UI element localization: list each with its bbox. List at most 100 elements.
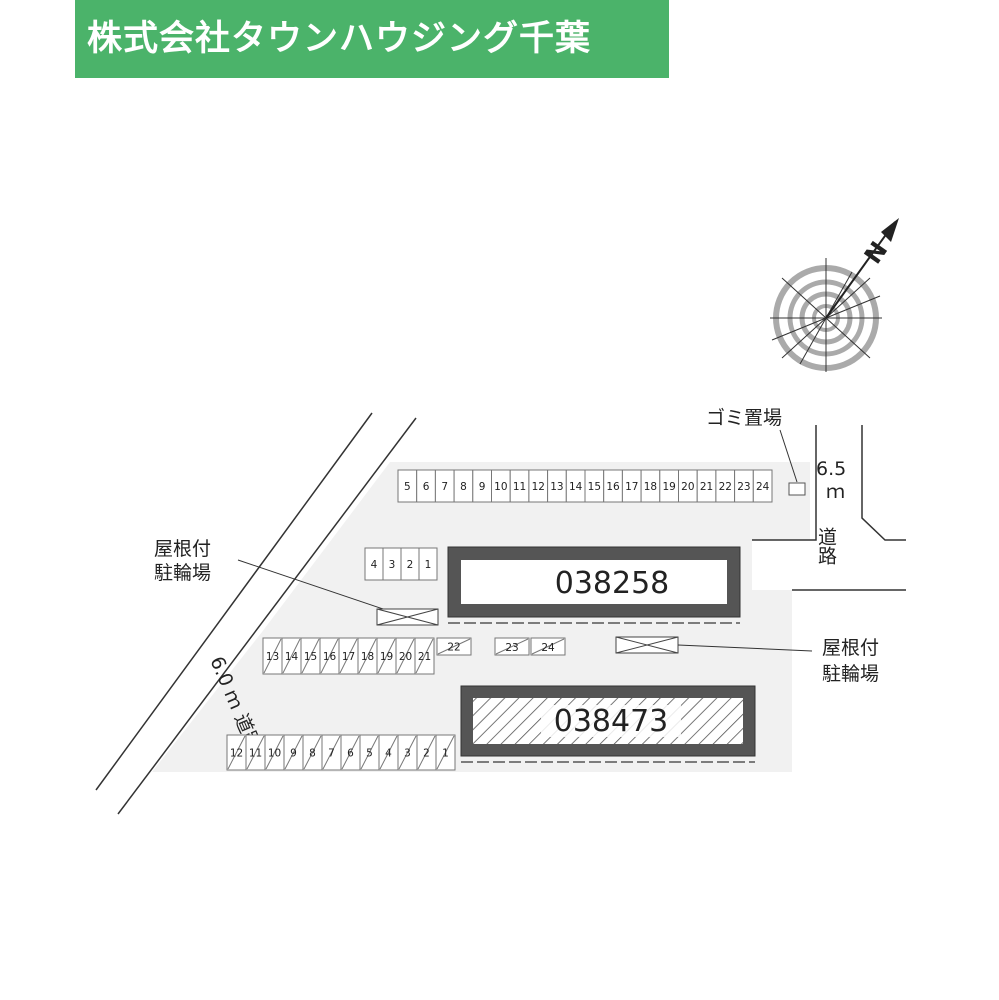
building-code: 038258 xyxy=(555,566,670,601)
main-road-edge-east xyxy=(117,417,417,815)
garbage-area xyxy=(788,482,806,496)
parking-space xyxy=(752,469,773,503)
parking-space-hatch xyxy=(360,735,379,770)
parking-space-number: 13 xyxy=(550,481,563,493)
parking-space-number: 8 xyxy=(460,481,467,493)
bike-right-leader xyxy=(677,644,813,652)
parking-space-number: 19 xyxy=(662,481,675,493)
bike-right-label-1: 屋根付 xyxy=(822,637,879,659)
parking-space-number: 11 xyxy=(249,748,262,760)
parking-space-number: 5 xyxy=(366,748,373,760)
parking-space-number: 6 xyxy=(423,481,430,493)
parking-space-number: 10 xyxy=(268,748,281,760)
parking-space-number: 2 xyxy=(407,559,414,571)
building-038258: 038258 xyxy=(447,546,741,624)
parking-space-hatch xyxy=(265,735,284,770)
parking-space-hatch xyxy=(396,638,415,674)
parking-space-number: 20 xyxy=(681,481,694,493)
parking-space-hatch xyxy=(417,735,436,770)
bike-left-label-1: 屋根付 xyxy=(154,538,211,560)
building-038473: 038473 xyxy=(460,685,756,763)
east-road-label: 道路 xyxy=(815,527,837,565)
parking-space-number: 16 xyxy=(606,481,620,493)
parking-space-number: 17 xyxy=(342,651,355,663)
parking-space-hatch xyxy=(227,735,246,770)
parking-space-number: 4 xyxy=(371,559,378,571)
bike-left-leader xyxy=(237,559,399,615)
parking-space-number: 12 xyxy=(532,481,545,493)
parking-space-hatch xyxy=(303,735,322,770)
parking-space-hatch xyxy=(246,735,265,770)
parking-space-number: 3 xyxy=(389,559,396,571)
parking-space-number: 10 xyxy=(494,481,507,493)
parking-middle-row: 13 14 15 16 17 18 19 20 21 xyxy=(262,637,435,675)
parking-space-hatch xyxy=(398,735,417,770)
bike-parking-right xyxy=(615,636,679,654)
parking-space-hatch xyxy=(341,735,360,770)
garbage-leader xyxy=(779,429,798,483)
parking-space-hatch xyxy=(263,638,282,674)
parking-space-number: 14 xyxy=(569,481,583,493)
parking-space-number: 16 xyxy=(323,651,337,663)
parking-space-number: 21 xyxy=(418,651,431,663)
bike-right-label-2: 駐輪場 xyxy=(822,663,879,685)
parking-space-hatch xyxy=(379,735,398,770)
parking-space-number: 24 xyxy=(756,481,770,493)
parking-space-number: 1 xyxy=(442,748,449,760)
parking-space-number: 4 xyxy=(385,748,392,760)
parking-space-hatch xyxy=(437,638,471,655)
parking-space-number: 7 xyxy=(441,481,448,493)
parking-space-number: 1 xyxy=(425,559,432,571)
parking-space-hatch xyxy=(531,638,565,655)
main-road-edge-west xyxy=(95,412,373,791)
parking-space-number: 14 xyxy=(285,651,299,663)
parking-space-number: 17 xyxy=(625,481,638,493)
bike-parking-left xyxy=(376,608,439,626)
parking-space-number: 22 xyxy=(447,642,460,654)
parking-space-number: 5 xyxy=(404,481,411,493)
garbage-area-label: ゴミ置場 xyxy=(706,407,782,429)
east-road-edge-east xyxy=(861,425,906,541)
parking-space-number: 18 xyxy=(644,481,657,493)
parking-space-number: 18 xyxy=(361,651,374,663)
parking-space-number: 24 xyxy=(541,642,555,654)
parking-space xyxy=(418,547,438,581)
parking-space-hatch xyxy=(322,735,341,770)
parking-space-hatch xyxy=(377,638,396,674)
parking-space-number: 15 xyxy=(304,651,317,663)
east-road-unit: ｍ xyxy=(826,481,845,503)
parking-space-number: 3 xyxy=(404,748,411,760)
parking-space-number: 12 xyxy=(230,748,243,760)
parking-space-hatch xyxy=(282,638,301,674)
parking-space-hatch xyxy=(495,638,529,655)
parking-space-number: 13 xyxy=(266,651,279,663)
parking-space-number: 11 xyxy=(513,481,526,493)
compass-icon: N xyxy=(770,218,899,372)
parking-space-hatch xyxy=(415,638,434,674)
parking-space-number: 6 xyxy=(347,748,354,760)
parking-space-number: 7 xyxy=(328,748,335,760)
parking-space-number: 9 xyxy=(290,748,297,760)
parking-space-number: 9 xyxy=(479,481,486,493)
parking-space-hatch xyxy=(339,638,358,674)
parking-space-number: 8 xyxy=(309,748,316,760)
parking-space-number: 23 xyxy=(737,481,750,493)
parking-space-number: 15 xyxy=(588,481,601,493)
bike-left-label-2: 駐輪場 xyxy=(154,562,211,584)
east-road-width: 6.5 xyxy=(816,458,846,480)
parking-space-number: 2 xyxy=(423,748,430,760)
east-road-edge-west xyxy=(752,425,817,541)
company-banner: 株式会社タウンハウジング千葉 xyxy=(75,0,669,78)
parking-space-number: 20 xyxy=(399,651,412,663)
parking-space-hatch xyxy=(284,735,303,770)
parking-space-number: 21 xyxy=(700,481,713,493)
parking-space-number: 19 xyxy=(380,651,393,663)
building-code: 038473 xyxy=(554,704,669,739)
parking-space-hatch xyxy=(358,638,377,674)
parking-space-number: 22 xyxy=(719,481,732,493)
